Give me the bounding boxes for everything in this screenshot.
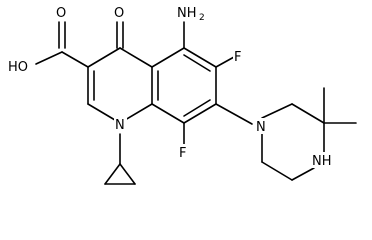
bond-n-ch2a [261, 103, 293, 119]
bond-c3-c4 [87, 47, 121, 68]
label-amino-subscript: 2 [199, 13, 205, 23]
bond-c7-c8-double [183, 99, 211, 117]
label-carboxyl-o: O [56, 6, 66, 21]
bond-c6-f [215, 56, 235, 68]
bond-c5-c6-double [183, 54, 211, 72]
label-quinoline-n: N [115, 118, 125, 133]
bond-c7-c8 [183, 103, 217, 124]
atom-label-layer: HO O O NH 2 F F N N NH [6, 4, 335, 169]
bond-cp-b [119, 163, 136, 185]
bond-c8-c8a [151, 103, 185, 124]
structure-canvas: HO O O NH 2 F F N N NH [6, 4, 357, 185]
bond-oh-c [35, 51, 63, 65]
bond-c5-c6 [183, 47, 217, 68]
bond-c4-c4a [119, 47, 153, 68]
bond-c4a-c5 [151, 47, 185, 68]
bond-ch2a-cq [291, 103, 325, 124]
bond-ch2b-ch2c [261, 161, 293, 181]
molecule-structure: HO O O NH 2 F F N N NH [6, 4, 357, 185]
bond-carboxyl-c3 [61, 51, 89, 68]
label-fluorine-8: F [179, 146, 186, 161]
label-carboxyl-oh: HO [8, 60, 28, 75]
label-amino-n: NH [177, 6, 197, 21]
bond-cp-a [104, 163, 121, 185]
bond-layer [35, 21, 357, 185]
bond-c7-n [215, 103, 253, 125]
label-ketone-o: O [114, 6, 124, 21]
label-piperazine-n1: N [256, 120, 266, 135]
bond-nh-ch2b [291, 167, 315, 181]
label-fluorine-6: F [234, 50, 241, 65]
label-piperazine-nh: NH [312, 154, 332, 169]
